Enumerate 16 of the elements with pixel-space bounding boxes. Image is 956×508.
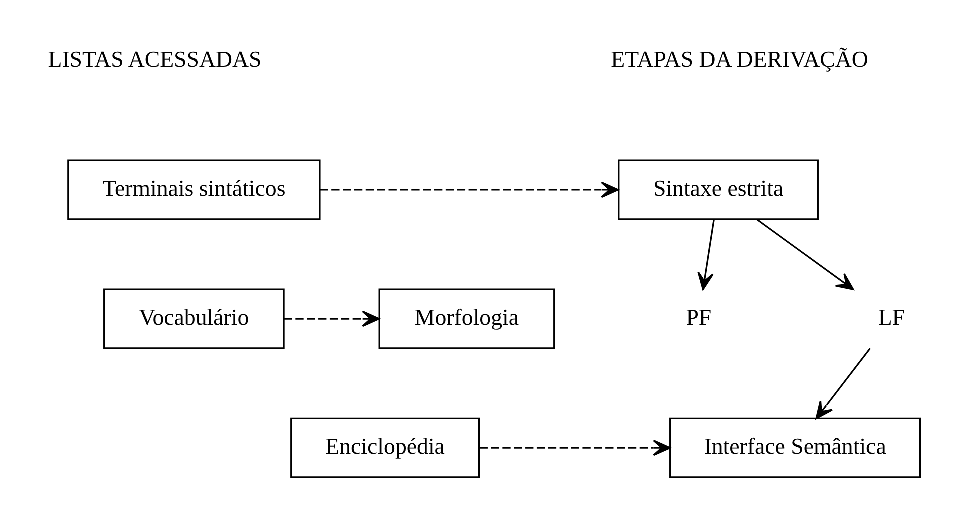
arrow (480, 439, 672, 456)
arrow (284, 310, 380, 327)
node-box: Enciclopédia (290, 417, 480, 478)
node-box: Terminais sintáticos (68, 159, 321, 220)
node-box: Sintaxe estrita (618, 159, 819, 220)
node-box: Interface Semântica (670, 417, 922, 478)
label: LISTAS ACESSADAS (48, 46, 262, 72)
label: ETAPAS DA DERIVAÇÃO (611, 46, 868, 72)
arrow (816, 348, 871, 419)
arrow (698, 218, 715, 290)
node-text: LF (878, 304, 906, 330)
arrow (320, 181, 619, 198)
arrow (756, 218, 854, 290)
node-box: Vocabulário (104, 288, 285, 349)
node-text: PF (686, 304, 712, 330)
node-box: Morfologia (378, 288, 556, 349)
